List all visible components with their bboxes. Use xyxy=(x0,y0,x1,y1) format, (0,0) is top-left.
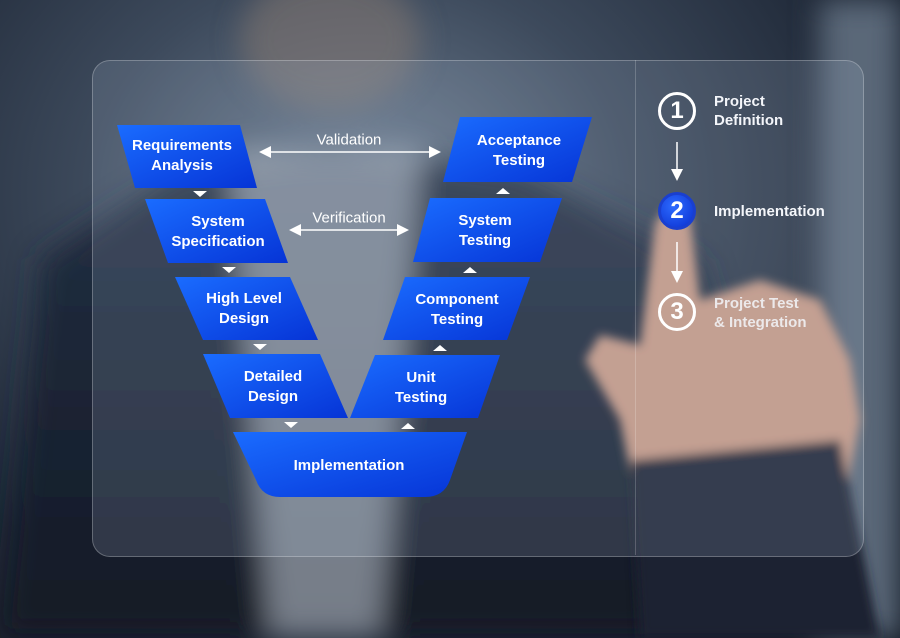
detailed-design-label: Detailed Design xyxy=(243,368,303,405)
system-specification-box xyxy=(145,199,288,263)
system-testing-box xyxy=(413,198,562,262)
requirements-analysis-label: Requirements Analysis xyxy=(131,137,233,174)
up-triangle-icon xyxy=(401,423,415,429)
verification-label: Verification xyxy=(312,209,386,227)
high-level-design-box xyxy=(175,277,318,340)
implementation-box xyxy=(233,432,467,497)
system-testing-label: System Testing xyxy=(458,212,512,249)
step-1-label: Project Definition xyxy=(714,93,784,129)
component-testing-label: Component Testing xyxy=(415,291,499,328)
acceptance-testing-box xyxy=(443,117,592,182)
detailed-design-box xyxy=(203,354,348,418)
step-2-circle-active[interactable]: 2 xyxy=(658,192,696,230)
down-triangle-icon xyxy=(284,422,298,428)
implementation-label: Implementation xyxy=(293,457,405,474)
step-3-circle: 3 xyxy=(658,293,696,331)
component-testing-box xyxy=(383,277,530,340)
high-level-design-label: High Level Design xyxy=(206,290,282,327)
down-triangle-icon xyxy=(253,344,267,350)
up-triangle-icon xyxy=(463,267,477,273)
requirements-analysis-box xyxy=(117,125,257,188)
unit-testing-label: Unit Testing xyxy=(394,369,448,406)
system-specification-label: System Specification xyxy=(171,213,265,250)
validation-label: Validation xyxy=(316,131,382,149)
down-triangle-icon xyxy=(222,267,236,273)
up-triangle-icon xyxy=(433,345,447,351)
step-1-circle: 1 xyxy=(658,92,696,130)
step-3-label: Project Test & Integration xyxy=(714,295,807,331)
panel-divider xyxy=(635,60,636,555)
down-triangle-icon xyxy=(193,191,207,197)
unit-testing-box xyxy=(350,355,500,418)
step-2-label: Implementation xyxy=(714,203,825,220)
up-triangle-icon xyxy=(496,188,510,194)
acceptance-testing-label: Acceptance Testing xyxy=(476,132,562,169)
